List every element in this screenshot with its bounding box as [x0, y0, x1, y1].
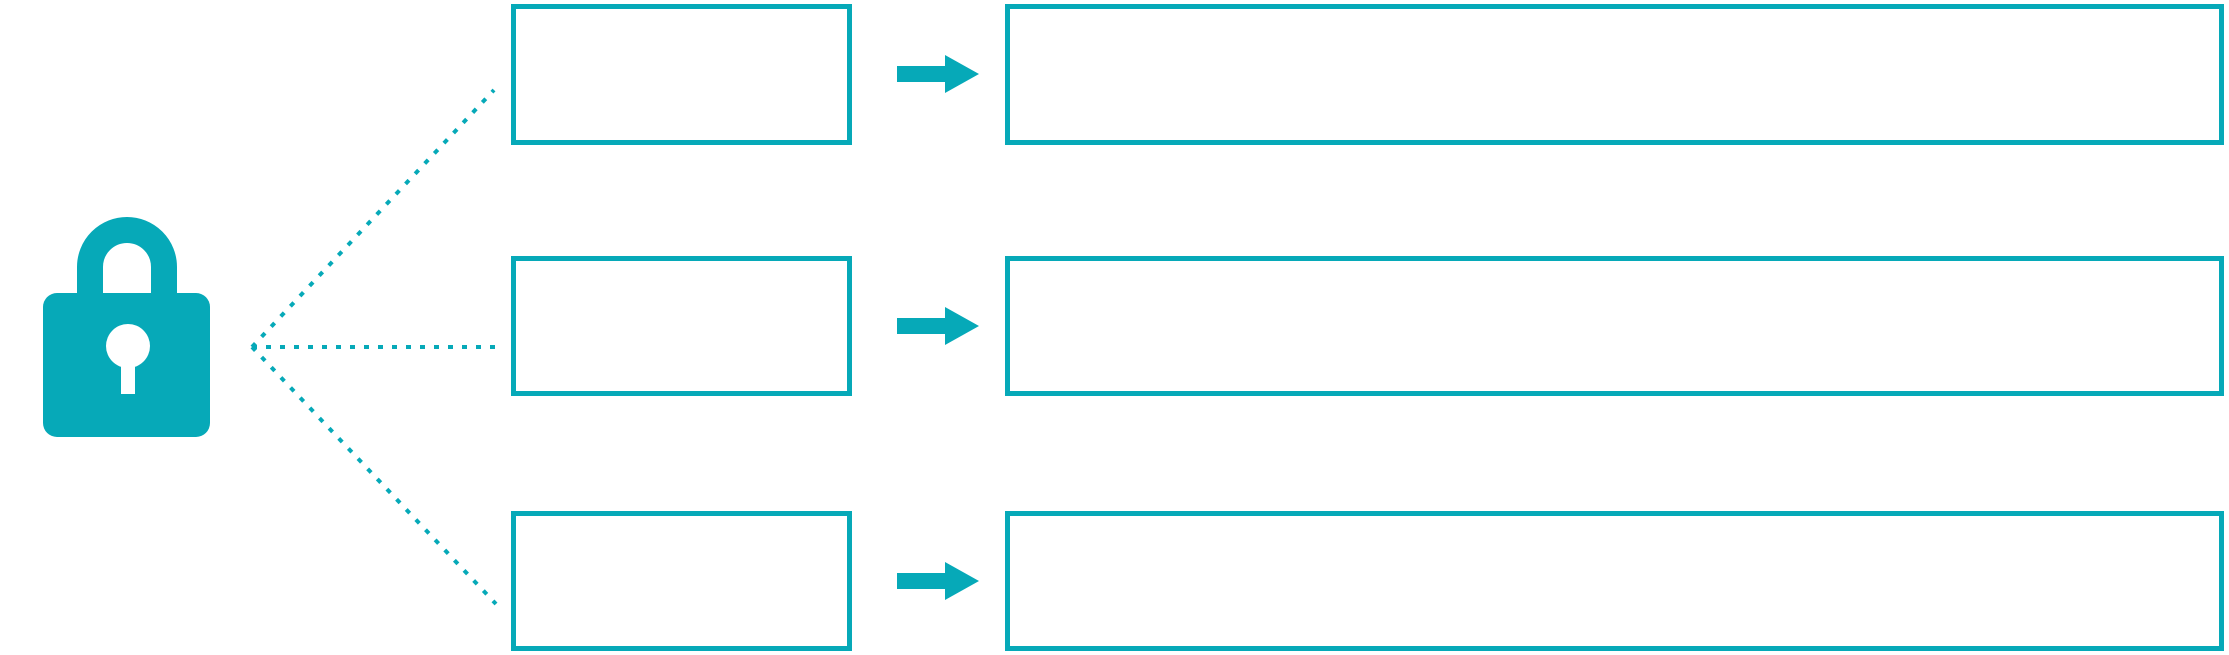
connector-line-top: [250, 88, 496, 349]
source-box-3: [511, 511, 852, 651]
target-box-3: [1005, 511, 2224, 651]
source-box-2: [511, 256, 852, 396]
arrow-right-icon: [897, 55, 979, 93]
lock-icon: [43, 217, 210, 437]
arrow-right-shape: [897, 307, 979, 345]
connector-line-bottom: [250, 345, 498, 606]
arrow-right-shape: [897, 55, 979, 93]
arrow-right-shape: [897, 562, 979, 600]
lock-keyhole: [106, 324, 150, 368]
source-box-1: [511, 4, 852, 145]
target-box-2: [1005, 256, 2224, 396]
lock-shackle: [77, 217, 177, 304]
target-box-1: [1005, 4, 2224, 145]
lock-keyhole-stem: [121, 352, 135, 394]
arrow-right-icon: [897, 562, 979, 600]
arrow-right-icon: [897, 307, 979, 345]
